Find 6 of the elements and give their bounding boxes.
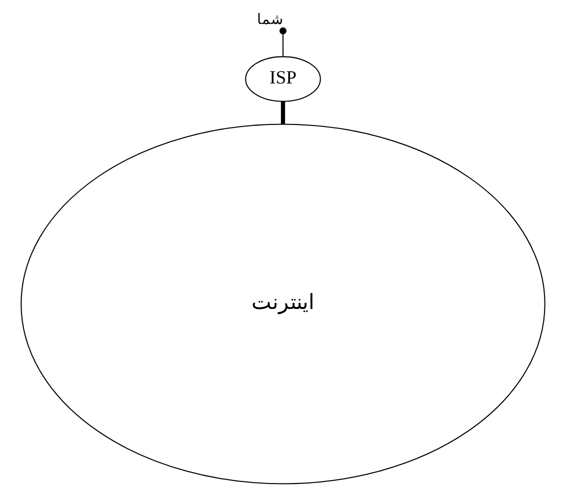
connector (282, 34, 284, 56)
node-circle (279, 27, 286, 34)
node-label: شما (256, 12, 284, 28)
connector (280, 101, 285, 124)
node-ellipse: ISP (244, 56, 320, 102)
node-ellipse: اینترنت (20, 124, 545, 484)
